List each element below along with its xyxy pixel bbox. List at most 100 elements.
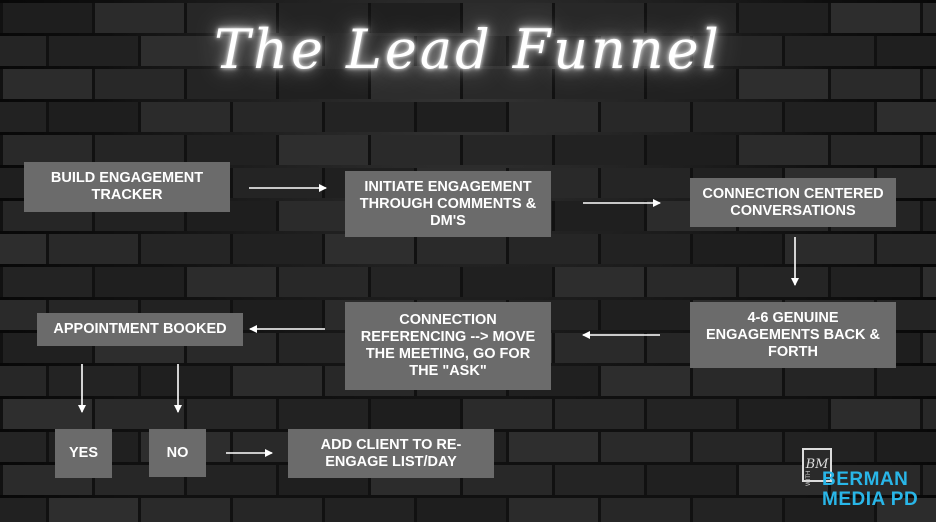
brick [598,432,690,462]
brick [598,36,690,66]
brick [230,36,322,66]
brick-row [0,135,936,165]
brick [598,234,690,264]
brick [276,69,368,99]
brick [92,3,184,33]
brick [552,465,644,495]
brick [276,267,368,297]
brick [276,3,368,33]
brick [230,168,322,198]
brick [460,3,552,33]
brick-row [0,36,936,66]
node-appointment-booked: APPOINTMENT BOOKED [37,313,243,346]
brick [690,102,782,132]
brick [230,102,322,132]
brick [644,69,736,99]
brick [138,36,230,66]
brick [920,3,936,33]
brick [552,3,644,33]
brick [368,399,460,429]
brick [0,36,46,66]
brick [920,267,936,297]
brick [644,399,736,429]
brick-row [0,498,936,522]
brick [0,267,92,297]
brick [736,3,828,33]
brick [782,366,874,396]
brick [276,135,368,165]
brick [828,69,920,99]
brick [460,69,552,99]
brick [874,432,936,462]
brick [46,366,138,396]
brick [414,36,506,66]
brick [782,498,874,522]
brick [138,234,230,264]
brick [322,498,414,522]
node-add-client: ADD CLIENT TO RE-ENGAGE LIST/DAY [288,429,494,478]
brick [322,36,414,66]
brick [92,267,184,297]
brick [552,135,644,165]
brick [552,333,644,363]
brick [414,102,506,132]
brick [920,399,936,429]
brick [920,201,936,231]
brick [920,333,936,363]
node-no: NO [149,429,206,477]
brick [138,366,230,396]
brick [0,498,46,522]
brick [644,3,736,33]
brick [506,432,598,462]
brick [736,399,828,429]
brick [414,498,506,522]
brick [46,102,138,132]
brick [138,102,230,132]
brick [230,366,322,396]
brick [0,366,46,396]
brick [598,498,690,522]
brick [874,234,936,264]
brick [506,102,598,132]
brick [690,36,782,66]
brick [184,399,276,429]
brick [644,267,736,297]
brick [598,300,690,330]
brick [322,234,414,264]
brick [368,69,460,99]
brick [920,69,936,99]
brick [644,135,736,165]
brick [874,36,936,66]
brick-row [0,69,936,99]
logo-wordmark-line2: MEDIA PD [822,489,919,510]
brick [92,69,184,99]
bm-monogram-icon: BM [802,448,832,482]
brick-row [0,3,936,33]
brick [598,168,690,198]
brick [46,498,138,522]
brick [0,234,46,264]
brick [230,300,322,330]
brick [736,267,828,297]
brick [0,69,92,99]
brick [598,102,690,132]
node-genuine-engagements: 4-6 GENUINE ENGAGEMENTS BACK & FORTH [690,302,896,368]
brick [92,399,184,429]
brick [874,498,936,522]
brick [368,267,460,297]
brick [92,135,184,165]
brick [46,36,138,66]
brick [506,36,598,66]
brick [552,267,644,297]
brick [782,36,874,66]
brick-row [0,267,936,297]
node-build-engagement-tracker: BUILD ENGAGEMENT TRACKER [24,162,230,212]
berman-media-logo: BM WITH BERMAN MEDIA PD [800,446,924,512]
brick [736,69,828,99]
brick [874,366,936,396]
brick [184,267,276,297]
brick [368,3,460,33]
brick [0,135,92,165]
brick [230,498,322,522]
